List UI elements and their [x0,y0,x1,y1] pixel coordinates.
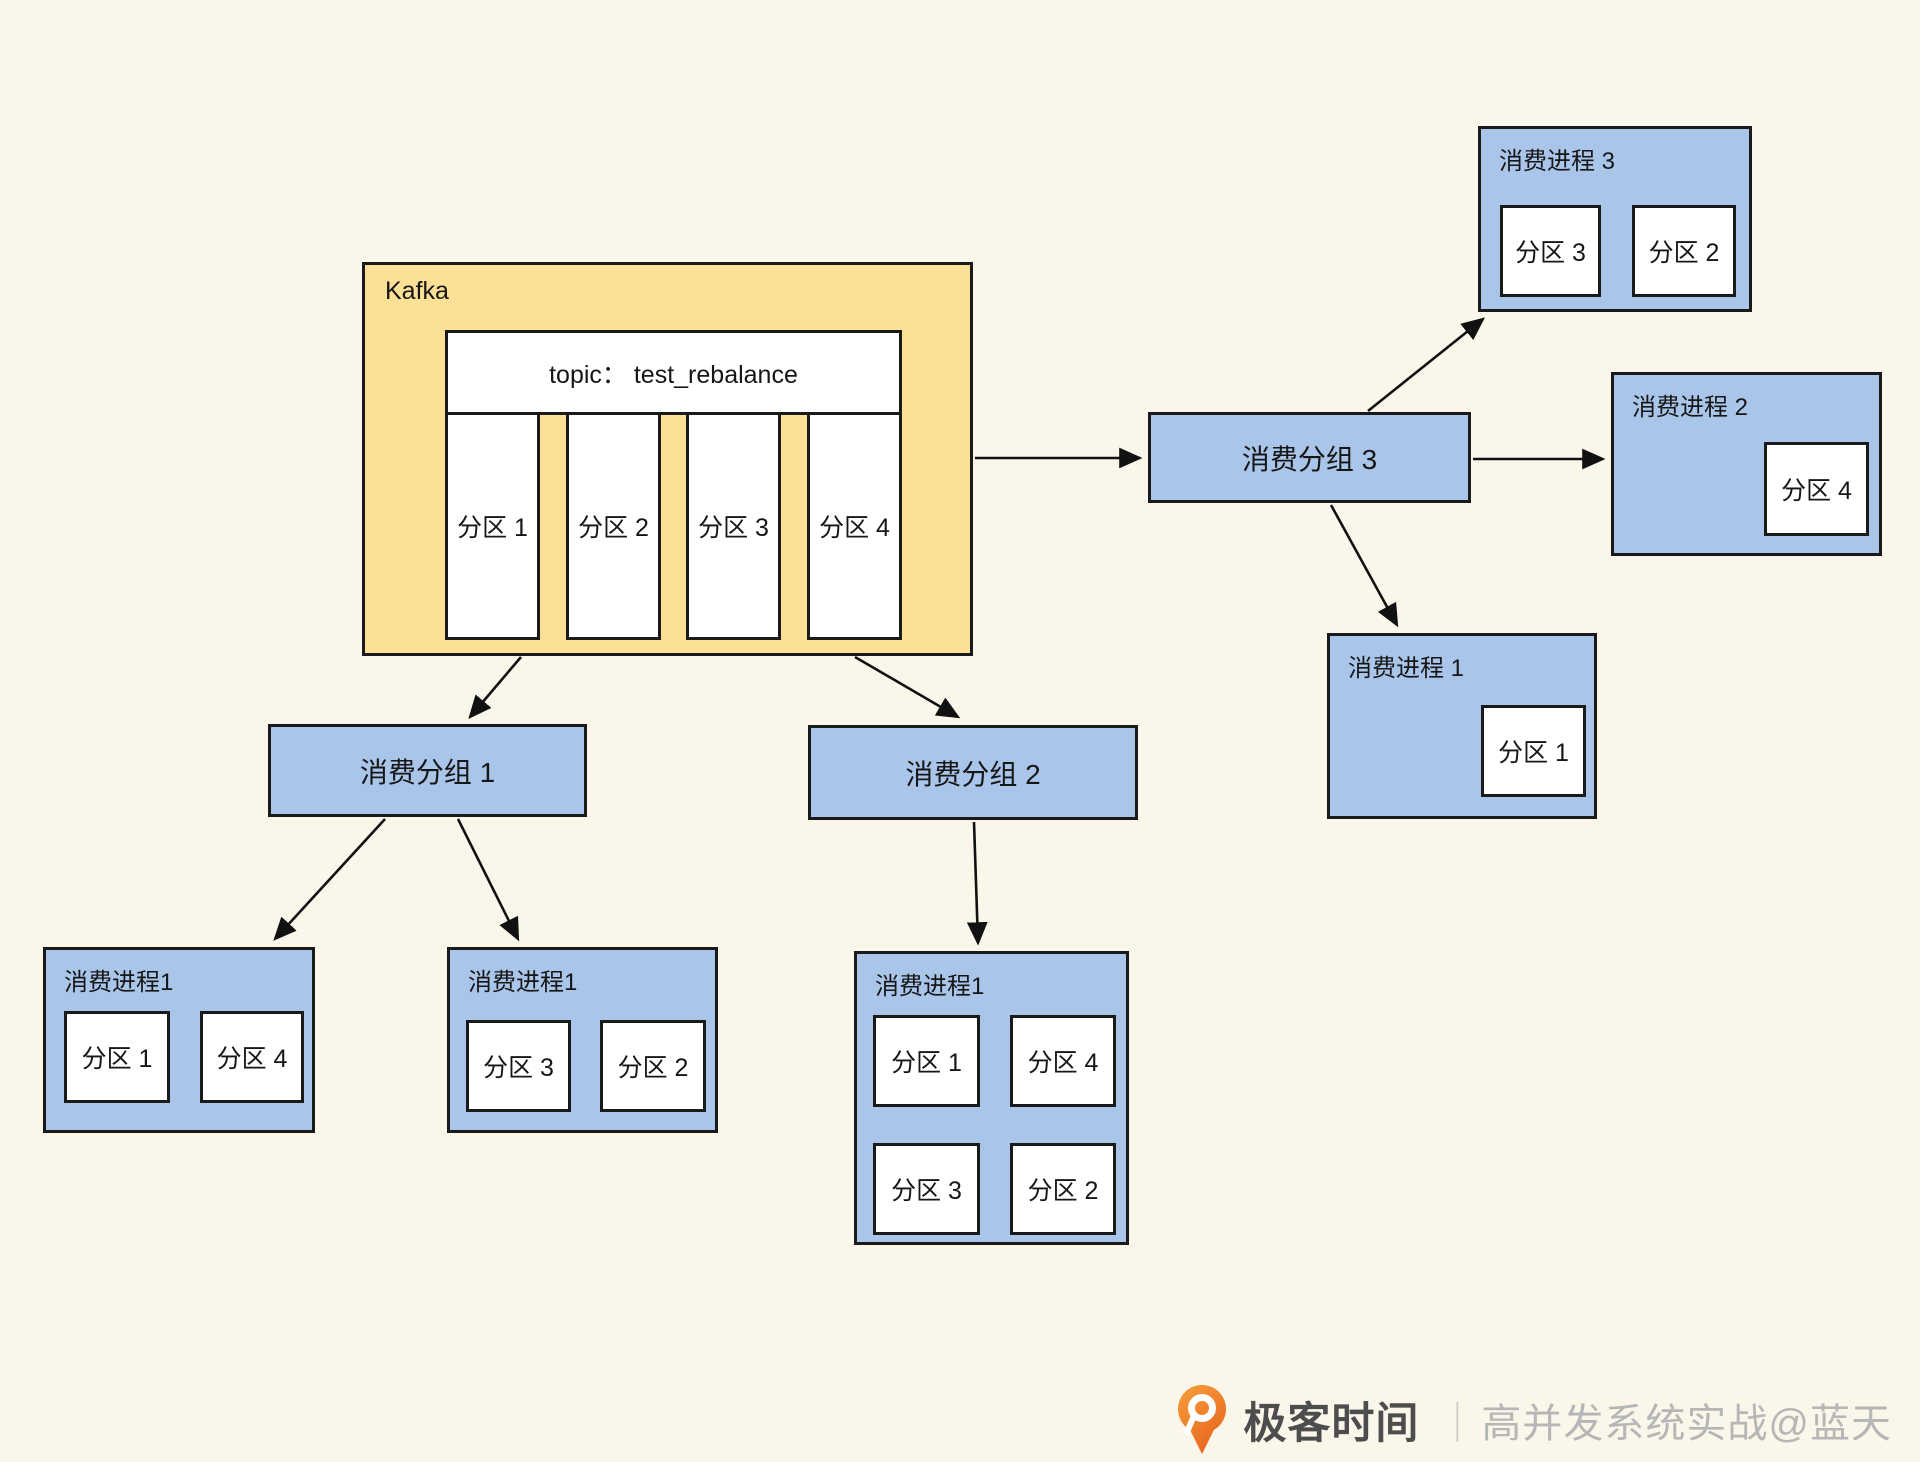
assigned-partition: 分区 1 [64,1011,170,1103]
assigned-partition: 分区 3 [466,1020,571,1112]
kafka-partition-3: 分区 3 [686,412,781,640]
group1-process-box-b: 消费进程1 分区 3 分区 2 [447,947,718,1133]
consumer-group-3-box: 消费分组 3 [1148,412,1471,503]
footer-brand-text: 极客时间 [1243,1400,1420,1448]
process-title: 消费进程1 [64,969,174,996]
assigned-partition: 分区 1 [1481,705,1586,797]
arrow-group1-to-process-a [273,818,386,941]
kafka-box: Kafka topic： test_rebalance 分区 1 分区 2 分区… [362,262,973,656]
group3-process-1-box: 消费进程 1 分区 1 [1327,633,1597,819]
assigned-partition: 分区 2 [600,1020,706,1112]
kafka-partition-4: 分区 4 [807,412,902,640]
consumer-group-2-label: 消费分组 2 [905,758,1041,790]
process-title: 消费进程 3 [1499,148,1616,175]
arrow-group2-to-process [966,821,988,946]
process-title: 消费进程1 [875,973,985,1000]
assigned-partition: 分区 2 [1010,1143,1116,1235]
kafka-partition-2: 分区 2 [566,412,661,640]
arrow-group3-to-process1 [1329,504,1399,628]
arrow-kafka-to-group1 [468,656,522,719]
assigned-partition: 分区 4 [1764,442,1869,536]
assigned-partition: 分区 4 [200,1011,304,1103]
group1-process-box-a: 消费进程1 分区 1 分区 4 [43,947,315,1133]
topic-box: topic： test_rebalance [445,330,902,415]
assigned-partition: 分区 3 [873,1143,980,1235]
assigned-partition: 分区 3 [1500,205,1601,297]
process-title: 消费进程1 [468,969,578,996]
footer-separator: ｜ [1437,1402,1478,1446]
process-title: 消费进程 1 [1348,655,1465,682]
assigned-partition: 分区 2 [1632,205,1736,297]
watermark-footer: 极客时间 ｜ 高并发系统实战@蓝天 [1177,1378,1892,1462]
arrow-group3-to-process3 [1367,317,1486,413]
kafka-label: Kafka [385,277,449,305]
assigned-partition: 分区 1 [873,1015,980,1107]
group3-process-2-box: 消费进程 2 分区 4 [1611,372,1882,556]
group3-process-3-box: 消费进程 3 分区 3 分区 2 [1478,126,1752,312]
group2-process-box: 消费进程1 分区 1 分区 4 分区 3 分区 2 [854,951,1129,1245]
consumer-group-1-box: 消费分组 1 [268,724,587,817]
geektime-logo-icon [1178,1385,1227,1454]
kafka-partition-1: 分区 1 [445,412,540,640]
consumer-group-3-label: 消费分组 3 [1241,443,1378,475]
consumer-group-2-box: 消费分组 2 [808,725,1138,820]
arrow-kafka-to-group2 [854,655,961,719]
arrow-group1-to-process-b [456,818,520,942]
consumer-group-1-label: 消费分组 1 [359,756,496,788]
topic-title: topic： test_rebalance [549,360,798,389]
footer-credit-text: 高并发系统实战@蓝天 [1481,1402,1892,1446]
assigned-partition: 分区 4 [1010,1015,1116,1107]
process-title: 消费进程 2 [1632,394,1749,421]
